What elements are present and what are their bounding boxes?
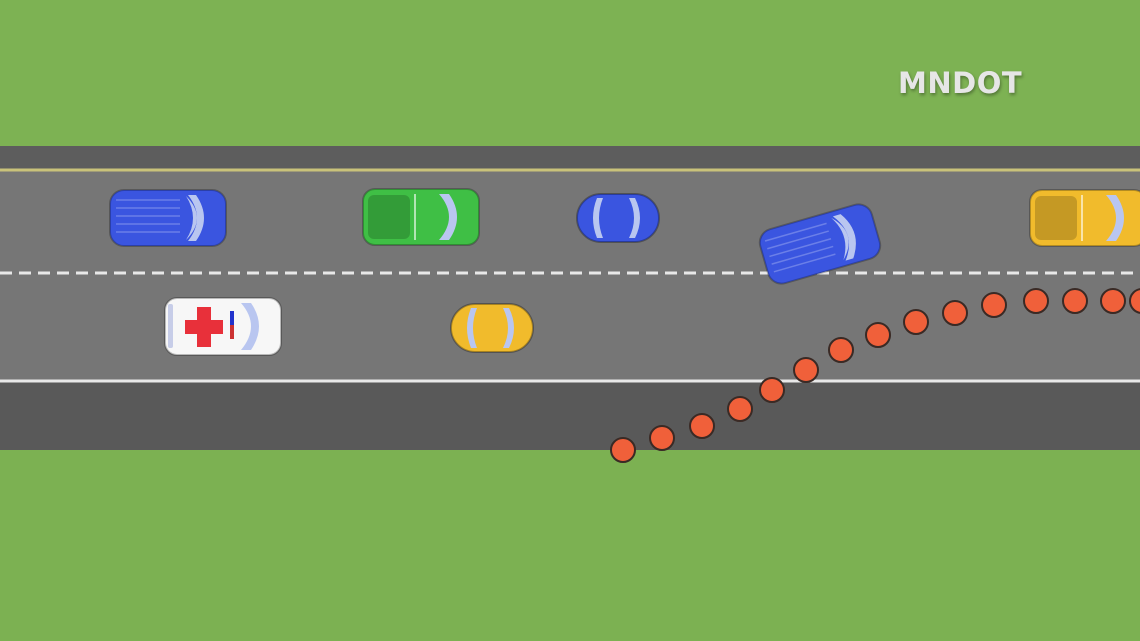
- red-cross-icon: [185, 307, 223, 347]
- ambulance: [164, 297, 282, 356]
- blue-van: [109, 189, 227, 247]
- traffic-cone-dot: [610, 437, 636, 463]
- traffic-cone-dot: [689, 413, 715, 439]
- grass-top: [0, 0, 1140, 146]
- traffic-cone-dot: [759, 377, 785, 403]
- yellow-pickup: [1029, 189, 1140, 247]
- traffic-cone-dot: [942, 300, 968, 326]
- traffic-cone-dot: [865, 322, 891, 348]
- blue-car: [576, 193, 660, 243]
- shoulder-top: [0, 146, 1140, 170]
- traffic-cone-dot: [981, 292, 1007, 318]
- traffic-cone-dot: [903, 309, 929, 335]
- shoulder-bottom: [0, 380, 1140, 450]
- green-pickup: [362, 188, 480, 246]
- traffic-cone-dot: [727, 396, 753, 422]
- traffic-cone-dot: [649, 425, 675, 451]
- traffic-cone-dot: [1129, 288, 1140, 314]
- traffic-cone-dot: [793, 357, 819, 383]
- traffic-cone-dot: [828, 337, 854, 363]
- traffic-cone-dot: [1023, 288, 1049, 314]
- cone-taper: [610, 288, 1140, 463]
- grass-bottom: [0, 450, 1140, 641]
- mndot-watermark: MNDOT: [898, 66, 1023, 100]
- siren-light: [230, 311, 234, 325]
- traffic-cone-dot: [1100, 288, 1126, 314]
- traffic-cone-dot: [1062, 288, 1088, 314]
- yellow-car: [450, 303, 534, 353]
